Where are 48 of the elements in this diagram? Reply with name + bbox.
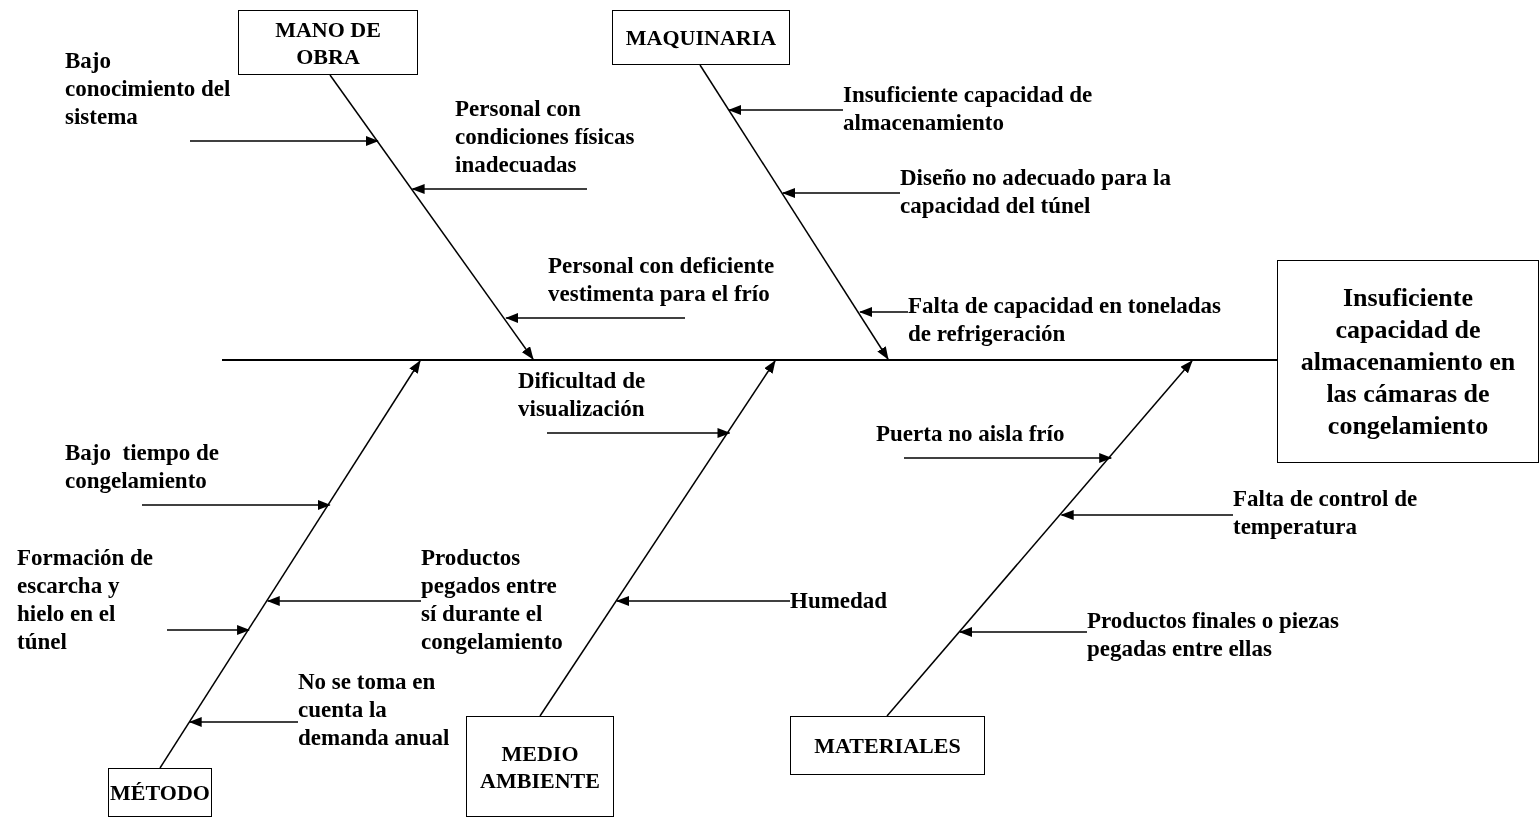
cause-text: Bajo tiempo de congelamiento [65, 440, 220, 493]
category-box [238, 10, 418, 75]
category-label: MÉTODO [110, 779, 210, 806]
arrow [505, 313, 686, 323]
cause-text: Puerta no aisla frío [876, 421, 1065, 446]
arrow [266, 596, 422, 606]
cause-text: Dificultad de visualización [518, 368, 647, 421]
arrow [959, 627, 1088, 637]
arrow [903, 453, 1113, 463]
bone-arrow [539, 360, 776, 717]
category-label: MANO DE OBRA [274, 15, 382, 70]
bone-arrow [886, 360, 1193, 717]
arrow [859, 307, 909, 317]
cause-text: Diseño no adecuado para la capacidad del túnel [900, 165, 1172, 218]
category-box [612, 10, 790, 65]
arrow [1060, 510, 1234, 520]
cause-text: Personal con condiciones físicas inadecuadas [455, 96, 636, 177]
spine-line [222, 359, 1277, 361]
category-box [108, 768, 212, 817]
arrow [411, 184, 588, 194]
cause-text: Humedad [790, 588, 888, 613]
arrow [728, 105, 844, 115]
effect-text: Insuficiente capacidad de almacenamiento en las cámaras de congelamiento [1299, 281, 1517, 442]
bone-arrow [329, 74, 534, 360]
cause-text: Bajo conocimiento del sistema [65, 48, 232, 129]
arrow [166, 625, 251, 635]
cause-text: Productos finales o piezas pegadas entre ellas [1087, 608, 1340, 661]
category-label: MATERIALES [814, 732, 961, 759]
category-label: MAQUINARIA [625, 24, 777, 51]
arrow [616, 596, 791, 606]
category-box [790, 716, 985, 775]
category-box [466, 716, 614, 817]
category-label: MEDIO AMBIENTE [479, 739, 601, 794]
arrow [188, 717, 299, 727]
arrow [546, 428, 731, 438]
bone-arrow [699, 64, 889, 360]
cause-text: Formación de escarcha y hielo en el túnel [17, 545, 155, 654]
arrow [782, 188, 901, 198]
cause-text: No se toma en cuenta la demanda anual [298, 669, 450, 750]
arrow [141, 500, 331, 510]
cause-text: Insuficiente capacidad de almacenamiento [843, 82, 1094, 135]
cause-text: Productos pegados entre sí durante el congelamiento [421, 545, 563, 654]
cause-text: Falta de capacidad en toneladas de refrigeración [908, 293, 1223, 346]
effect-box [1277, 260, 1539, 463]
arrow [189, 136, 379, 146]
bone-arrow [159, 360, 421, 769]
cause-text: Falta de control de temperatura [1233, 486, 1419, 539]
cause-text: Personal con deficiente vestimenta para el frío [548, 253, 776, 306]
